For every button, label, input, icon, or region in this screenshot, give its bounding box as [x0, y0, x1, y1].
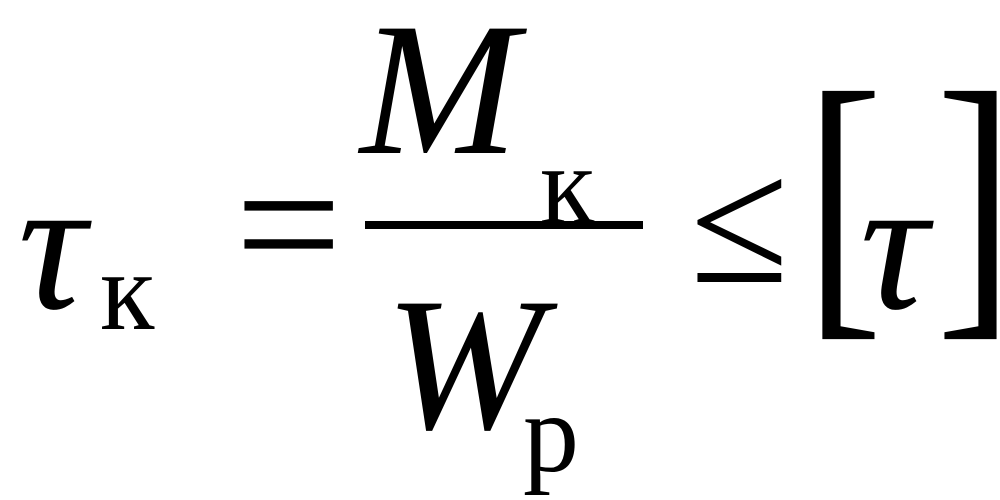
tau-symbol-right: τ [860, 140, 929, 350]
right-bracket: ] [936, 48, 1000, 348]
left-bracket: [ [805, 32, 883, 364]
fraction-line [365, 221, 643, 229]
denominator-w: W [385, 260, 544, 470]
equals-sign: = [235, 120, 343, 330]
denominator-subscript-p: p [523, 372, 579, 496]
tau-subscript-k: к [100, 230, 155, 354]
tau-symbol-left: τ [18, 140, 87, 350]
less-than-or-equal-sign: ≤ [690, 122, 789, 321]
numerator-m: M [360, 0, 519, 195]
